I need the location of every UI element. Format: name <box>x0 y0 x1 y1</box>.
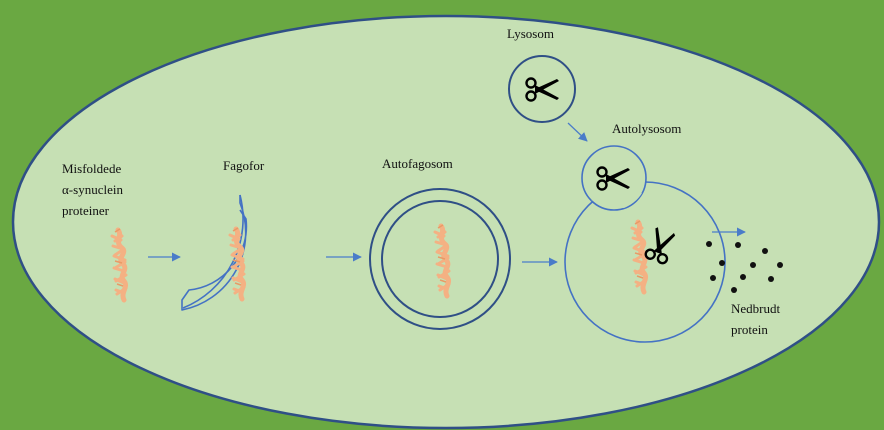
label-lysosome: Lysosom <box>507 26 554 41</box>
label-autophagosome: Autofagosom <box>382 156 453 171</box>
label-misfolded-2: α-synuclein <box>62 182 123 197</box>
label-misfolded-3: proteiner <box>62 203 110 218</box>
label-degraded-1: Nedbrudt <box>731 301 780 316</box>
cell-body <box>13 16 879 428</box>
label-misfolded-1: Misfoldede <box>62 161 121 176</box>
label-phagophore: Fagofor <box>223 158 265 173</box>
label-degraded-2: protein <box>731 322 768 337</box>
label-autolysosome: Autolysosom <box>612 121 681 136</box>
